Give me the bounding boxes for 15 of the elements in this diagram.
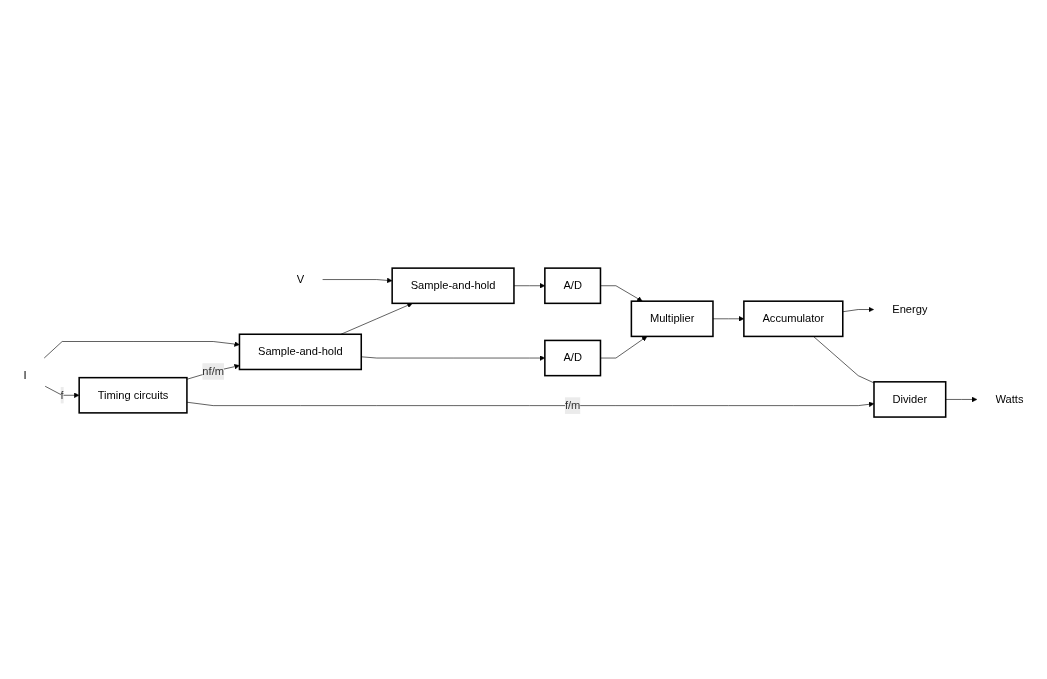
node-box: Multiplier <box>630 300 714 338</box>
node-box: Accumulator <box>743 300 844 338</box>
node-text: Watts <box>995 392 1024 406</box>
node-box: A/D <box>544 267 602 305</box>
edge-label: nf/m <box>202 364 225 378</box>
node-text: I <box>23 369 27 382</box>
node-box: Divider <box>873 381 947 418</box>
node-box: Timing circuits <box>78 376 188 414</box>
edge-label: f <box>60 388 64 402</box>
node-text: Energy <box>892 303 928 316</box>
node-box: A/D <box>544 339 602 377</box>
edge-label: f/m <box>564 399 581 412</box>
node-text: V <box>296 273 305 286</box>
node-box: Sample-and-hold <box>238 333 363 371</box>
node-box: Sample-and-hold <box>391 267 515 305</box>
